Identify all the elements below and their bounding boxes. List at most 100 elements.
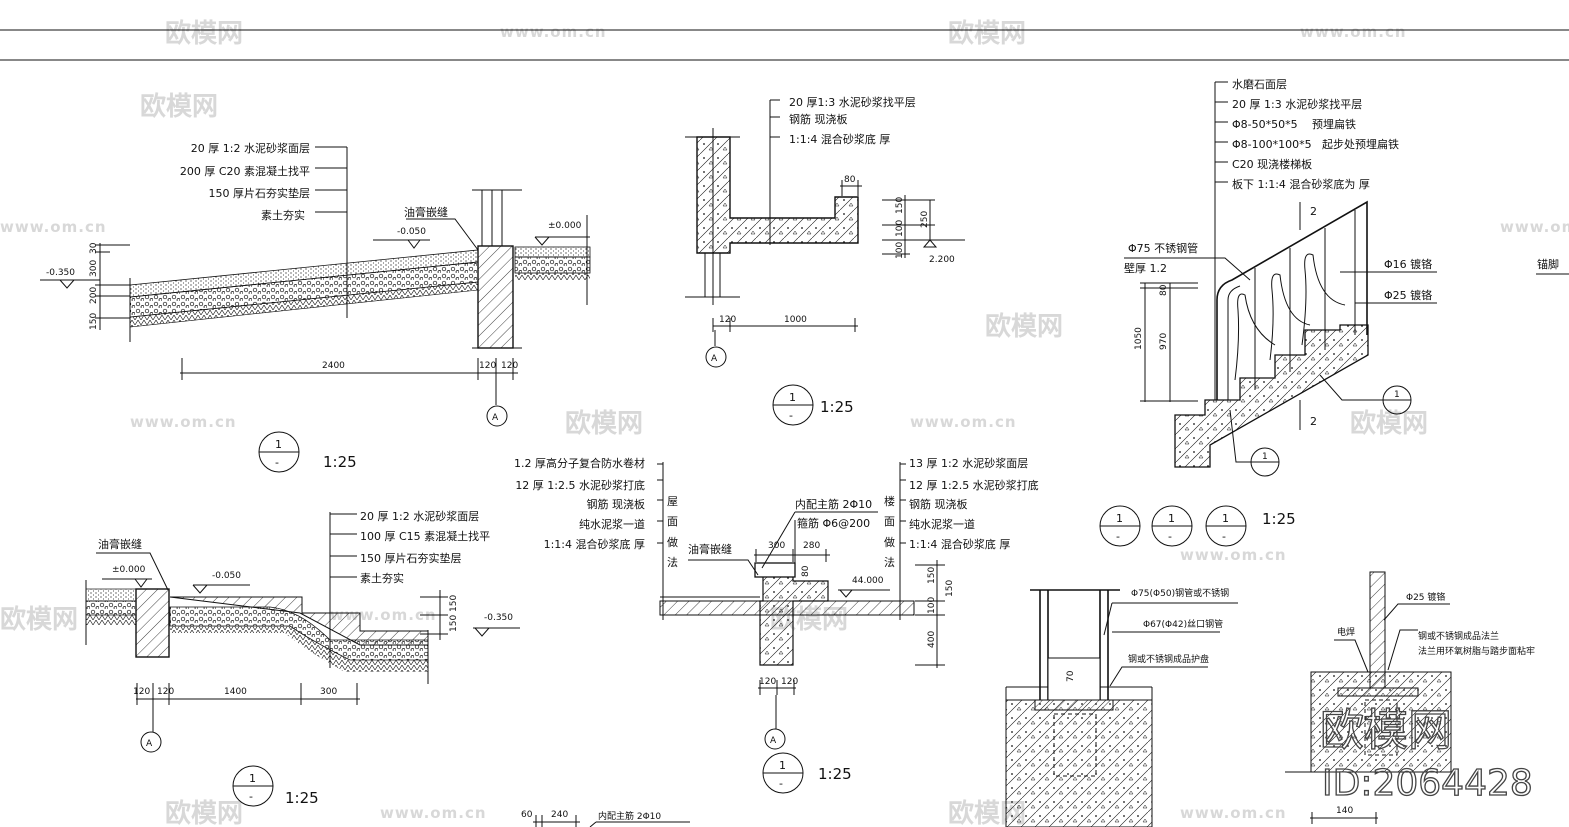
- svg-text:1:25: 1:25: [323, 453, 357, 471]
- svg-text:2: 2: [1310, 205, 1317, 218]
- svg-text:法: 法: [884, 555, 895, 569]
- svg-text:80: 80: [801, 565, 811, 577]
- svg-text:楼: 楼: [884, 494, 895, 508]
- svg-text:www.om.cn: www.om.cn: [1180, 804, 1287, 822]
- svg-text:钢或不锈钢成品法兰: 钢或不锈钢成品法兰: [1418, 630, 1499, 642]
- svg-text:1400: 1400: [224, 687, 247, 697]
- svg-text:做: 做: [884, 535, 895, 549]
- svg-text:素土夯实: 素土夯实: [261, 208, 305, 222]
- svg-text:±0.000: ±0.000: [548, 221, 582, 231]
- section-markers: 1 - 1 - 1 - 1:25: [1099, 505, 1296, 547]
- svg-text:2: 2: [1310, 415, 1317, 428]
- svg-text:400: 400: [927, 631, 937, 648]
- svg-text:1:1:4 混合砂浆底 厚: 1:1:4 混合砂浆底 厚: [544, 537, 645, 551]
- svg-text:44.000: 44.000: [852, 576, 884, 586]
- svg-text:1:25: 1:25: [818, 765, 852, 783]
- svg-text:-: -: [275, 456, 279, 469]
- svg-text:120: 120: [781, 677, 798, 687]
- svg-text:1: 1: [1168, 512, 1175, 525]
- svg-text:箍筋 Φ6@200: 箍筋 Φ6@200: [797, 516, 870, 530]
- svg-text:300: 300: [320, 687, 337, 697]
- svg-text:1: 1: [249, 772, 256, 785]
- svg-text:钢筋 现浇板: 钢筋 现浇板: [909, 497, 968, 511]
- svg-text:240: 240: [551, 810, 568, 820]
- svg-text:Φ67(Φ42)丝口钢管: Φ67(Φ42)丝口钢管: [1143, 618, 1223, 630]
- svg-text:1: 1: [1262, 452, 1268, 462]
- svg-text:欧模网: 欧模网: [165, 798, 243, 827]
- svg-text:A: A: [770, 736, 777, 746]
- svg-text:欧模网: 欧模网: [1320, 705, 1452, 756]
- detail-post-base: 70 Φ75(Φ50)钢管或不锈钢 Φ67(Φ42)丝口钢管 钢或不锈钢成品护盘: [1005, 587, 1238, 827]
- svg-text:Φ8-100*100*5: Φ8-100*100*5: [1232, 138, 1312, 151]
- svg-text:钢或不锈钢成品护盘: 钢或不锈钢成品护盘: [1128, 653, 1209, 665]
- svg-text:-: -: [779, 777, 783, 790]
- svg-text:1:1:4 混合砂浆底 厚: 1:1:4 混合砂浆底 厚: [909, 537, 1010, 551]
- svg-text:欧模网: 欧模网: [948, 18, 1026, 49]
- svg-text:Φ8-50*50*5: Φ8-50*50*5: [1232, 118, 1298, 131]
- svg-text:Φ25 镀铬: Φ25 镀铬: [1384, 288, 1432, 302]
- svg-text:150 厚片石夯实垫层: 150 厚片石夯实垫层: [360, 551, 462, 565]
- svg-text:120: 120: [157, 687, 174, 697]
- svg-text:钢筋 现浇板: 钢筋 现浇板: [587, 497, 646, 511]
- svg-text:100 厚 C15 素混凝土找平: 100 厚 C15 素混凝土找平: [360, 529, 490, 543]
- svg-text:www.om.cn: www.om.cn: [1500, 218, 1569, 236]
- svg-text:电焊: 电焊: [1337, 626, 1355, 638]
- svg-text:欧模网: 欧模网: [1350, 408, 1428, 439]
- svg-text:面: 面: [884, 515, 895, 528]
- svg-text:-0.350: -0.350: [484, 613, 513, 623]
- svg-text:20 厚 1:2 水泥砂浆面层: 20 厚 1:2 水泥砂浆面层: [191, 141, 310, 155]
- svg-text:www.om.cn: www.om.cn: [380, 804, 487, 822]
- svg-text:100: 100: [927, 597, 937, 614]
- svg-text:ID:2064428: ID:2064428: [1322, 763, 1533, 804]
- svg-text:法兰用环氧树脂与踏步面粘牢: 法兰用环氧树脂与踏步面粘牢: [1418, 645, 1535, 657]
- svg-text:1:1:4 混合砂浆底 厚: 1:1:4 混合砂浆底 厚: [789, 132, 890, 146]
- svg-text:12 厚 1:2.5 水泥砂浆打底: 12 厚 1:2.5 水泥砂浆打底: [515, 478, 645, 492]
- svg-text:1000: 1000: [784, 315, 807, 325]
- svg-text:-: -: [249, 790, 253, 803]
- svg-text:140: 140: [1336, 806, 1353, 816]
- svg-text:1.2 厚高分子复合防水卷材: 1.2 厚高分子复合防水卷材: [514, 456, 645, 470]
- svg-text:150: 150: [927, 567, 937, 584]
- svg-text:20 厚1:3 水泥砂浆找平层: 20 厚1:3 水泥砂浆找平层: [789, 95, 916, 109]
- svg-text:200 厚 C20 素混凝土找平: 200 厚 C20 素混凝土找平: [180, 164, 310, 178]
- watermark: 欧模网 www.om.cn 欧模网 www.om.cn 欧模网 www.om.c…: [0, 18, 1569, 827]
- svg-text:1: 1: [1116, 512, 1123, 525]
- svg-text:970: 970: [1159, 333, 1169, 350]
- svg-text:-: -: [789, 409, 793, 422]
- svg-text:2.200: 2.200: [929, 255, 955, 265]
- svg-text:150: 150: [89, 313, 99, 330]
- svg-text:Φ16 镀铬: Φ16 镀铬: [1384, 257, 1432, 271]
- svg-text:www.om.cn: www.om.cn: [500, 23, 607, 41]
- svg-text:钢筋 现浇板: 钢筋 现浇板: [789, 112, 848, 126]
- svg-text:www.om.cn: www.om.cn: [1180, 546, 1287, 564]
- svg-text:150 厚片石夯实垫层: 150 厚片石夯实垫层: [209, 186, 311, 200]
- detail-anchor: Φ25 镀铬 电焊 钢或不锈钢成品法兰 法兰用环氧树脂与踏步面粘牢 140: [1285, 571, 1535, 824]
- svg-text:油膏嵌缝: 油膏嵌缝: [688, 542, 732, 556]
- svg-text:120: 120: [479, 361, 496, 371]
- svg-text:120: 120: [759, 677, 776, 687]
- svg-text:C20 现浇楼梯板: C20 现浇楼梯板: [1232, 157, 1312, 171]
- svg-text:±0.000: ±0.000: [112, 565, 146, 575]
- svg-text:纯水泥浆一道: 纯水泥浆一道: [579, 517, 645, 531]
- svg-text:60: 60: [521, 810, 533, 820]
- svg-text:1: 1: [789, 391, 796, 404]
- svg-text:A: A: [492, 413, 499, 423]
- svg-text:内配主筋 2Φ10: 内配主筋 2Φ10: [598, 810, 661, 822]
- svg-text:-0.350: -0.350: [46, 268, 75, 278]
- svg-text:280: 280: [803, 541, 820, 551]
- svg-text:A: A: [711, 354, 718, 364]
- svg-text:www.om.cn: www.om.cn: [130, 413, 237, 431]
- svg-text:1:25: 1:25: [285, 789, 319, 807]
- svg-text:-0.050: -0.050: [397, 227, 426, 237]
- svg-text:100: 100: [895, 242, 905, 259]
- svg-text:120: 120: [501, 361, 518, 371]
- svg-text:30: 30: [89, 242, 99, 254]
- svg-text:面: 面: [667, 515, 678, 528]
- svg-text:80: 80: [1159, 284, 1169, 296]
- svg-text:120: 120: [133, 687, 150, 697]
- svg-text:-: -: [1168, 530, 1172, 543]
- svg-text:起步处预埋扁铁: 起步处预埋扁铁: [1322, 138, 1399, 151]
- svg-text:A: A: [146, 739, 153, 749]
- svg-text:250: 250: [920, 211, 930, 228]
- svg-text:欧模网: 欧模网: [565, 408, 643, 439]
